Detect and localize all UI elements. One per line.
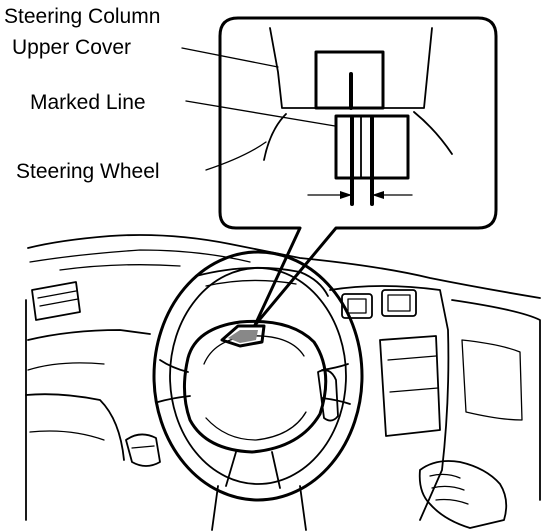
center-vent-right [381, 289, 417, 317]
label-steering-column-line2: Upper Cover [12, 36, 131, 59]
upper-cover-outline [269, 27, 433, 109]
wheel-arc-left [263, 113, 287, 161]
label-marked-line: Marked Line [30, 91, 146, 114]
right-hand-finger-1 [429, 473, 461, 479]
dashboard-illustration [25, 234, 541, 531]
left-lever-detail [131, 445, 155, 449]
dash-top-contour-inner [29, 249, 251, 263]
wheel-top-marker-fill [228, 330, 258, 343]
spoke-bottom [225, 451, 281, 489]
dash-defrost-vent [59, 264, 181, 271]
right-hand-finger-3 [435, 498, 469, 505]
left-vent-slat-1 [37, 290, 77, 299]
leader-lines [181, 47, 336, 171]
right-stalk [317, 369, 339, 422]
dash-top-contour [27, 234, 541, 299]
steering-wheel-rim-outer [152, 250, 364, 502]
center-vent-left-inner [347, 298, 367, 314]
leader-steering-wheel [205, 141, 267, 171]
instrument-hood [195, 266, 329, 297]
radio-panel-line-2 [389, 387, 439, 393]
spoke-left [159, 359, 189, 373]
steering-wheel-hub [183, 319, 328, 454]
dash-lower-left [27, 329, 151, 341]
left-vent [31, 281, 81, 321]
left-lever [125, 433, 161, 467]
label-steering-column-line1: Steering Column [4, 5, 160, 28]
console-right-panel [461, 339, 523, 421]
right-hand-finger-2 [431, 485, 465, 491]
center-console-outline [329, 285, 450, 521]
right-hand [418, 460, 508, 529]
knee-panel [29, 430, 105, 441]
center-vent-right-inner [387, 294, 411, 312]
radio-panel [379, 335, 441, 437]
spoke-left-2 [157, 395, 191, 403]
dimension-arrow-left-icon [340, 191, 352, 199]
console-right-edge [451, 299, 541, 501]
steering-column [211, 485, 307, 531]
steering-wheel-rim-inner [169, 267, 347, 485]
center-vent-left [341, 293, 373, 319]
leader-upper-cover [181, 47, 279, 68]
label-steering-wheel: Steering Wheel [16, 160, 160, 183]
dash-glovebox-edge [25, 393, 125, 461]
leader-marked-line [185, 100, 336, 127]
instrument-hood-inner [205, 279, 297, 287]
radio-panel-line-1 [387, 355, 437, 361]
dimension-arrow-right-icon [372, 191, 384, 199]
dash-lower-left-2 [27, 362, 105, 371]
wheel-top-marker [220, 324, 266, 348]
hub-lower-contour [205, 411, 307, 441]
wheel-arc-right [413, 111, 453, 155]
left-vent-slat-2 [39, 298, 79, 307]
spoke-right-2 [321, 397, 351, 405]
